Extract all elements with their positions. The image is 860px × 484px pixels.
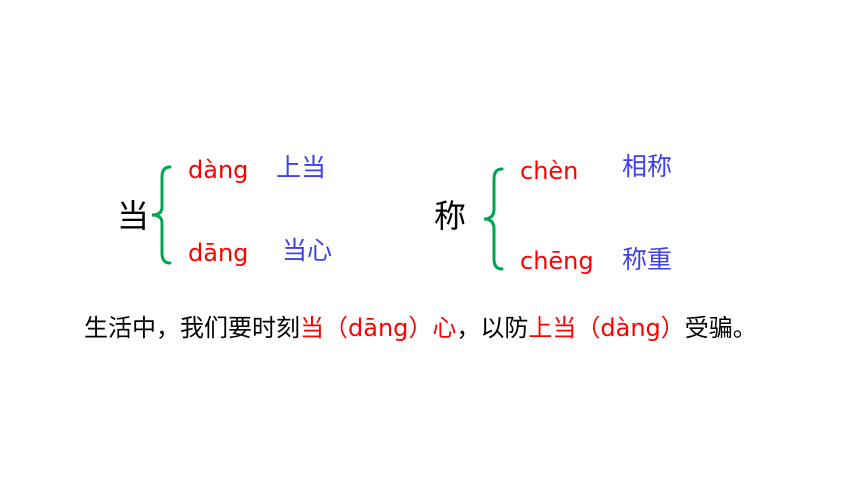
main-char-cheng: 称: [434, 197, 467, 235]
sentence-part-3: ，以防: [456, 314, 529, 342]
word-xiangchen: 相称: [622, 152, 673, 181]
sentence-part-2-highlight: 当（dāng）心: [300, 314, 457, 342]
sentence-part-1: 生活中，我们要时刻: [84, 314, 300, 342]
green-brace-1: [151, 165, 172, 265]
pinyin-dang-4: dàng: [188, 156, 249, 184]
word-dangxin: 当心: [282, 236, 333, 265]
pinyin-cheng: chēng: [520, 247, 594, 275]
pinyin-dang-1: dāng: [188, 239, 249, 267]
example-sentence: 生活中，我们要时刻当（dāng）心，以防上当（dàng）受骗。: [84, 316, 757, 340]
main-char-dang: 当: [117, 197, 150, 235]
pinyin-chen: chèn: [520, 157, 579, 185]
word-chengzhong: 称重: [622, 245, 673, 274]
sentence-part-5: 受骗。: [684, 314, 757, 342]
word-shangdang: 上当: [276, 153, 327, 182]
green-brace-2: [483, 167, 504, 271]
sentence-part-4-highlight: 上当（dàng）: [528, 314, 685, 342]
